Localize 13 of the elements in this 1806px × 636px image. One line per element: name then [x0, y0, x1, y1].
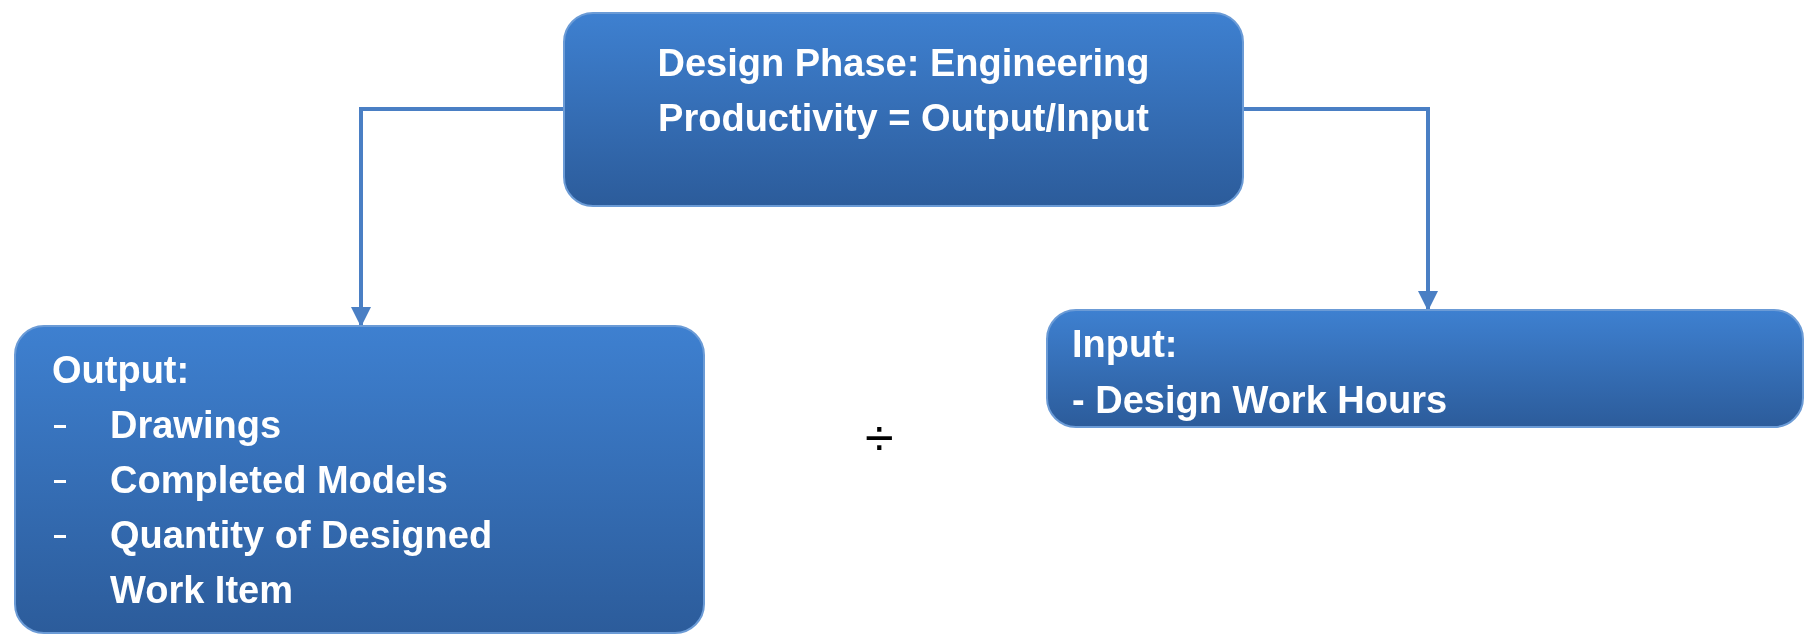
box-text: Design Phase: Engineering Productivity = Output/Input: [656, 41, 1151, 141]
box-text: Quantity of Designed Work Item: [110, 513, 494, 613]
box-heading: Input:: [1072, 322, 1178, 367]
rounded-box: [14, 325, 705, 634]
box-text: Completed Models: [110, 458, 448, 503]
box-text: Drawings: [110, 403, 282, 448]
rounded-box: [563, 12, 1244, 207]
box-text: - Design Work Hours: [1072, 378, 1448, 423]
divide-sign: ÷: [865, 412, 894, 464]
rounded-box: [1046, 309, 1804, 428]
box-heading: Output:: [52, 348, 190, 393]
arrow: [351, 107, 563, 327]
arrow: [1244, 107, 1438, 311]
